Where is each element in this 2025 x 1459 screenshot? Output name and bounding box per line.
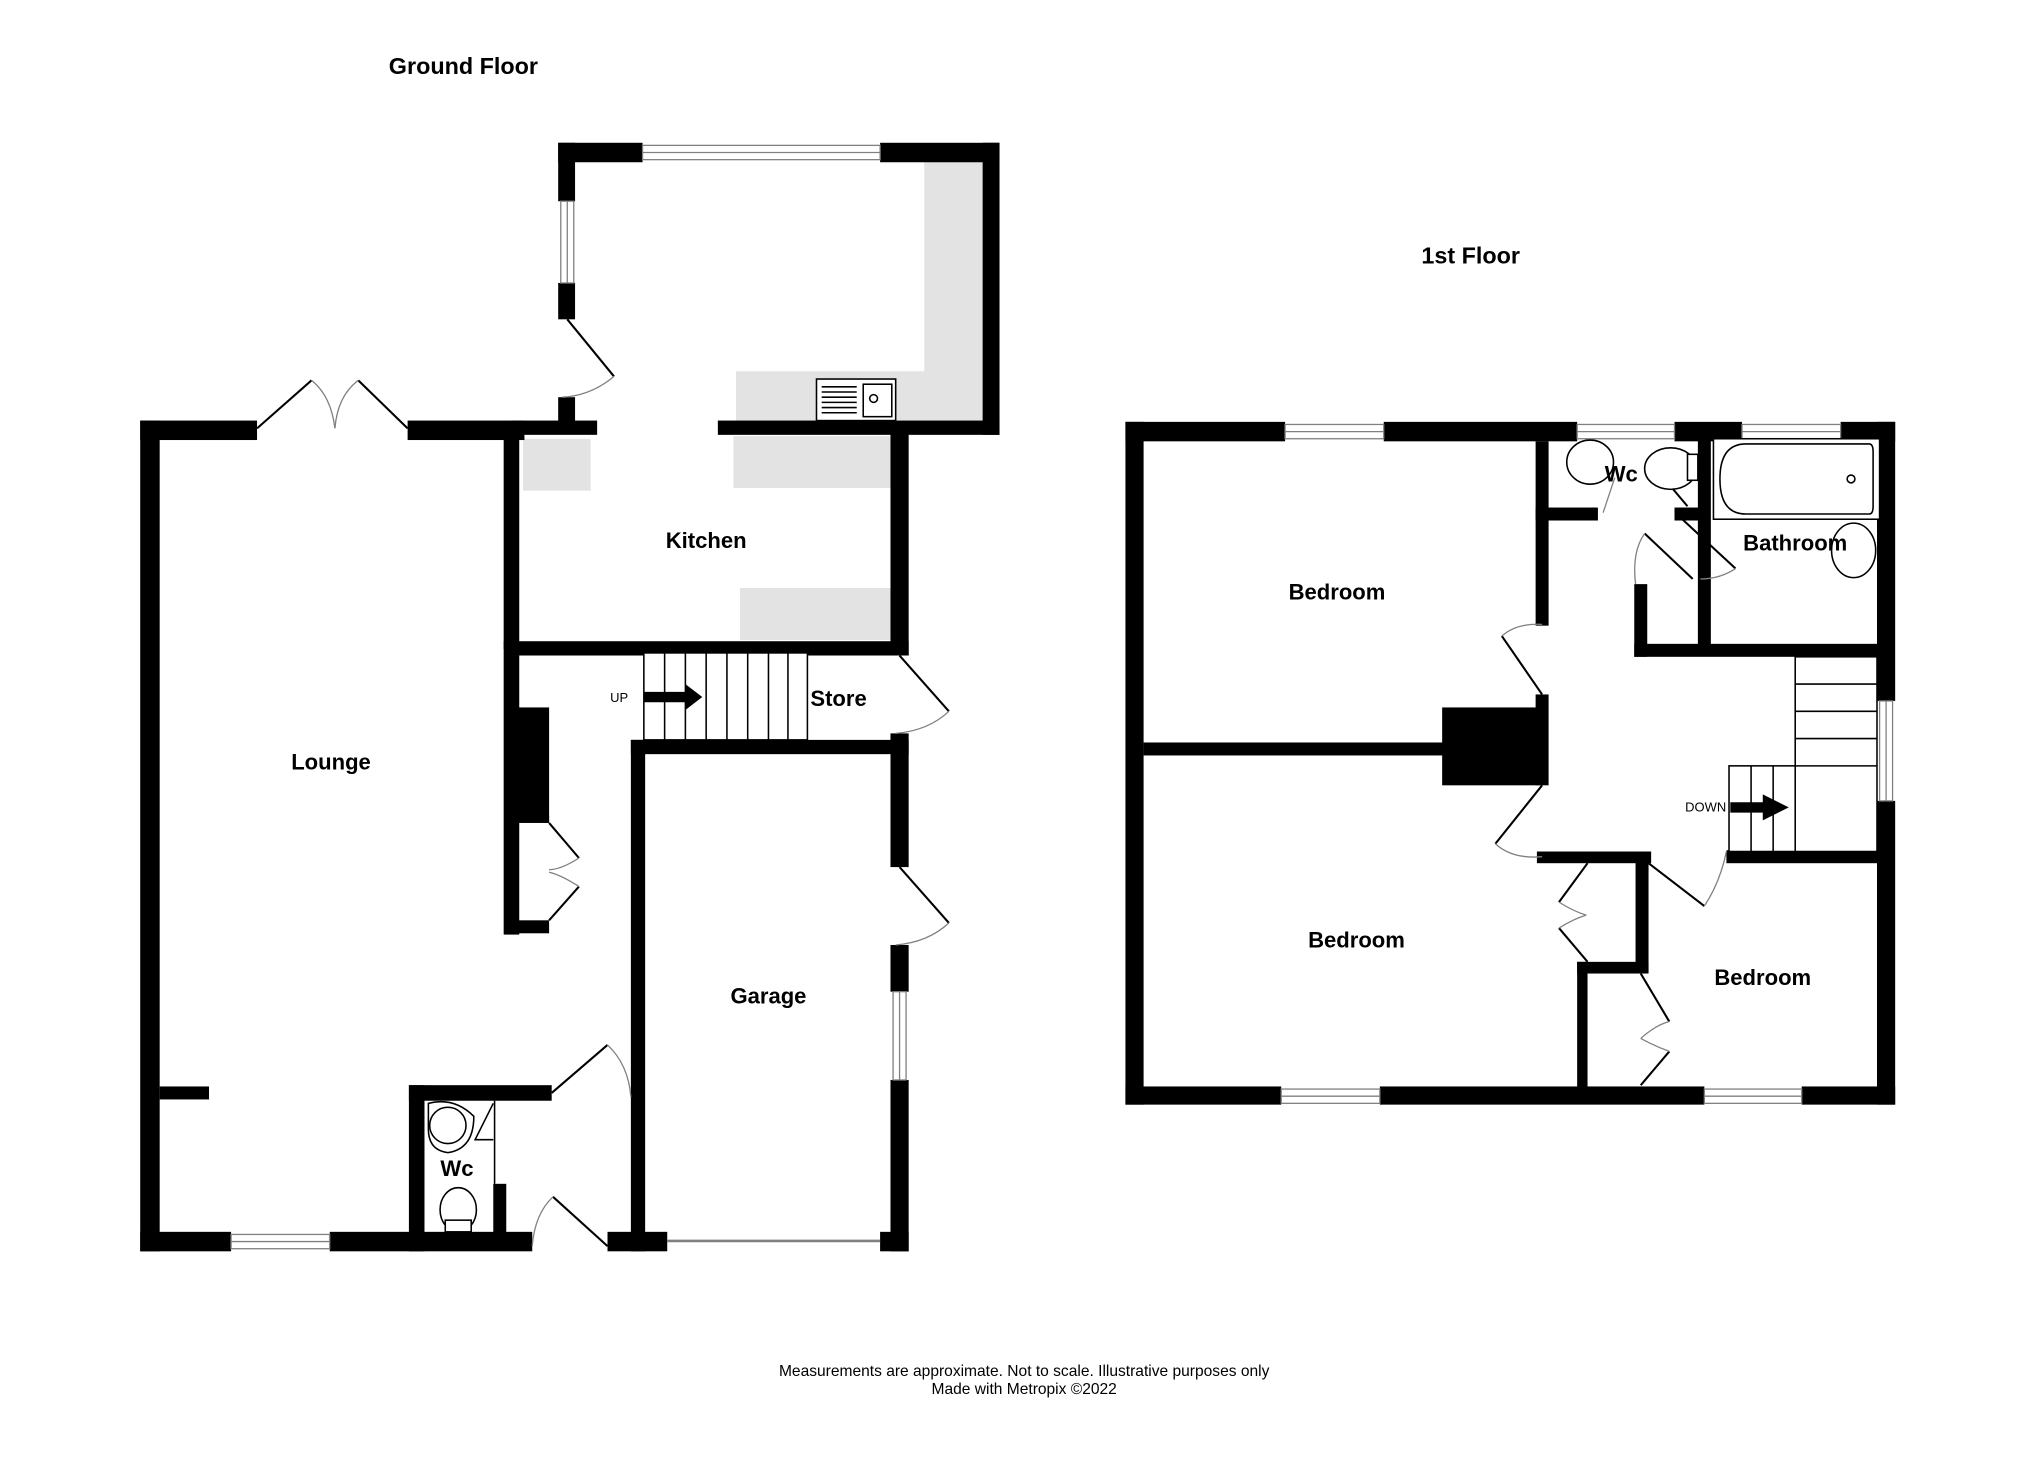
kitchen-sink-icon <box>815 378 897 422</box>
first-floor: 1st Floor <box>1125 243 1896 1105</box>
kitchen-worktops <box>523 160 984 640</box>
upstairs-toilet-icon <box>1643 447 1699 491</box>
room-label-bathroom: Bathroom <box>1743 530 1847 555</box>
first-floor-stairs: DOWN <box>1685 656 1878 853</box>
stairs-down-arrow-icon <box>1730 794 1789 821</box>
ground-floor-title: Ground Floor <box>389 53 538 79</box>
bathroom-basin-icon <box>1830 522 1877 579</box>
stairs-down-label: DOWN <box>1685 799 1726 814</box>
room-label-wc: Wc <box>440 1156 473 1181</box>
room-label-store: Store <box>810 686 866 711</box>
ground-floor-windows <box>230 144 907 1250</box>
wc-toilet-icon <box>439 1186 478 1233</box>
room-label-lounge: Lounge <box>291 750 371 775</box>
footer: Measurements are approximate. Not to sca… <box>779 1363 1270 1398</box>
room-label-bedroom-1: Bedroom <box>1289 580 1386 605</box>
footer-credit: Made with Metropix ©2022 <box>932 1381 1117 1398</box>
ground-floor-stairs: UP <box>610 652 809 741</box>
stairs-up-arrow-icon <box>643 684 703 711</box>
wc-basin-icon <box>427 1100 475 1154</box>
room-label-kitchen: Kitchen <box>666 528 747 553</box>
first-floor-windows <box>1280 423 1894 1104</box>
first-floor-title: 1st Floor <box>1421 243 1520 269</box>
first-floor-walls <box>1125 421 1896 1105</box>
bath-icon <box>1712 437 1881 520</box>
room-label-upstairs-wc: Wc <box>1605 462 1638 487</box>
ground-floor: Ground Floor <box>140 53 1000 1252</box>
footer-disclaimer: Measurements are approximate. Not to sca… <box>779 1363 1270 1380</box>
room-label-garage: Garage <box>730 983 806 1008</box>
stairs-up-label: UP <box>610 690 628 705</box>
ground-floor-walls <box>140 142 1000 1252</box>
room-label-bedroom-2: Bedroom <box>1308 928 1405 953</box>
room-label-bedroom-3: Bedroom <box>1714 965 1811 990</box>
upstairs-wc-basin-icon <box>1565 439 1615 485</box>
ground-floor-doors <box>256 318 950 1247</box>
